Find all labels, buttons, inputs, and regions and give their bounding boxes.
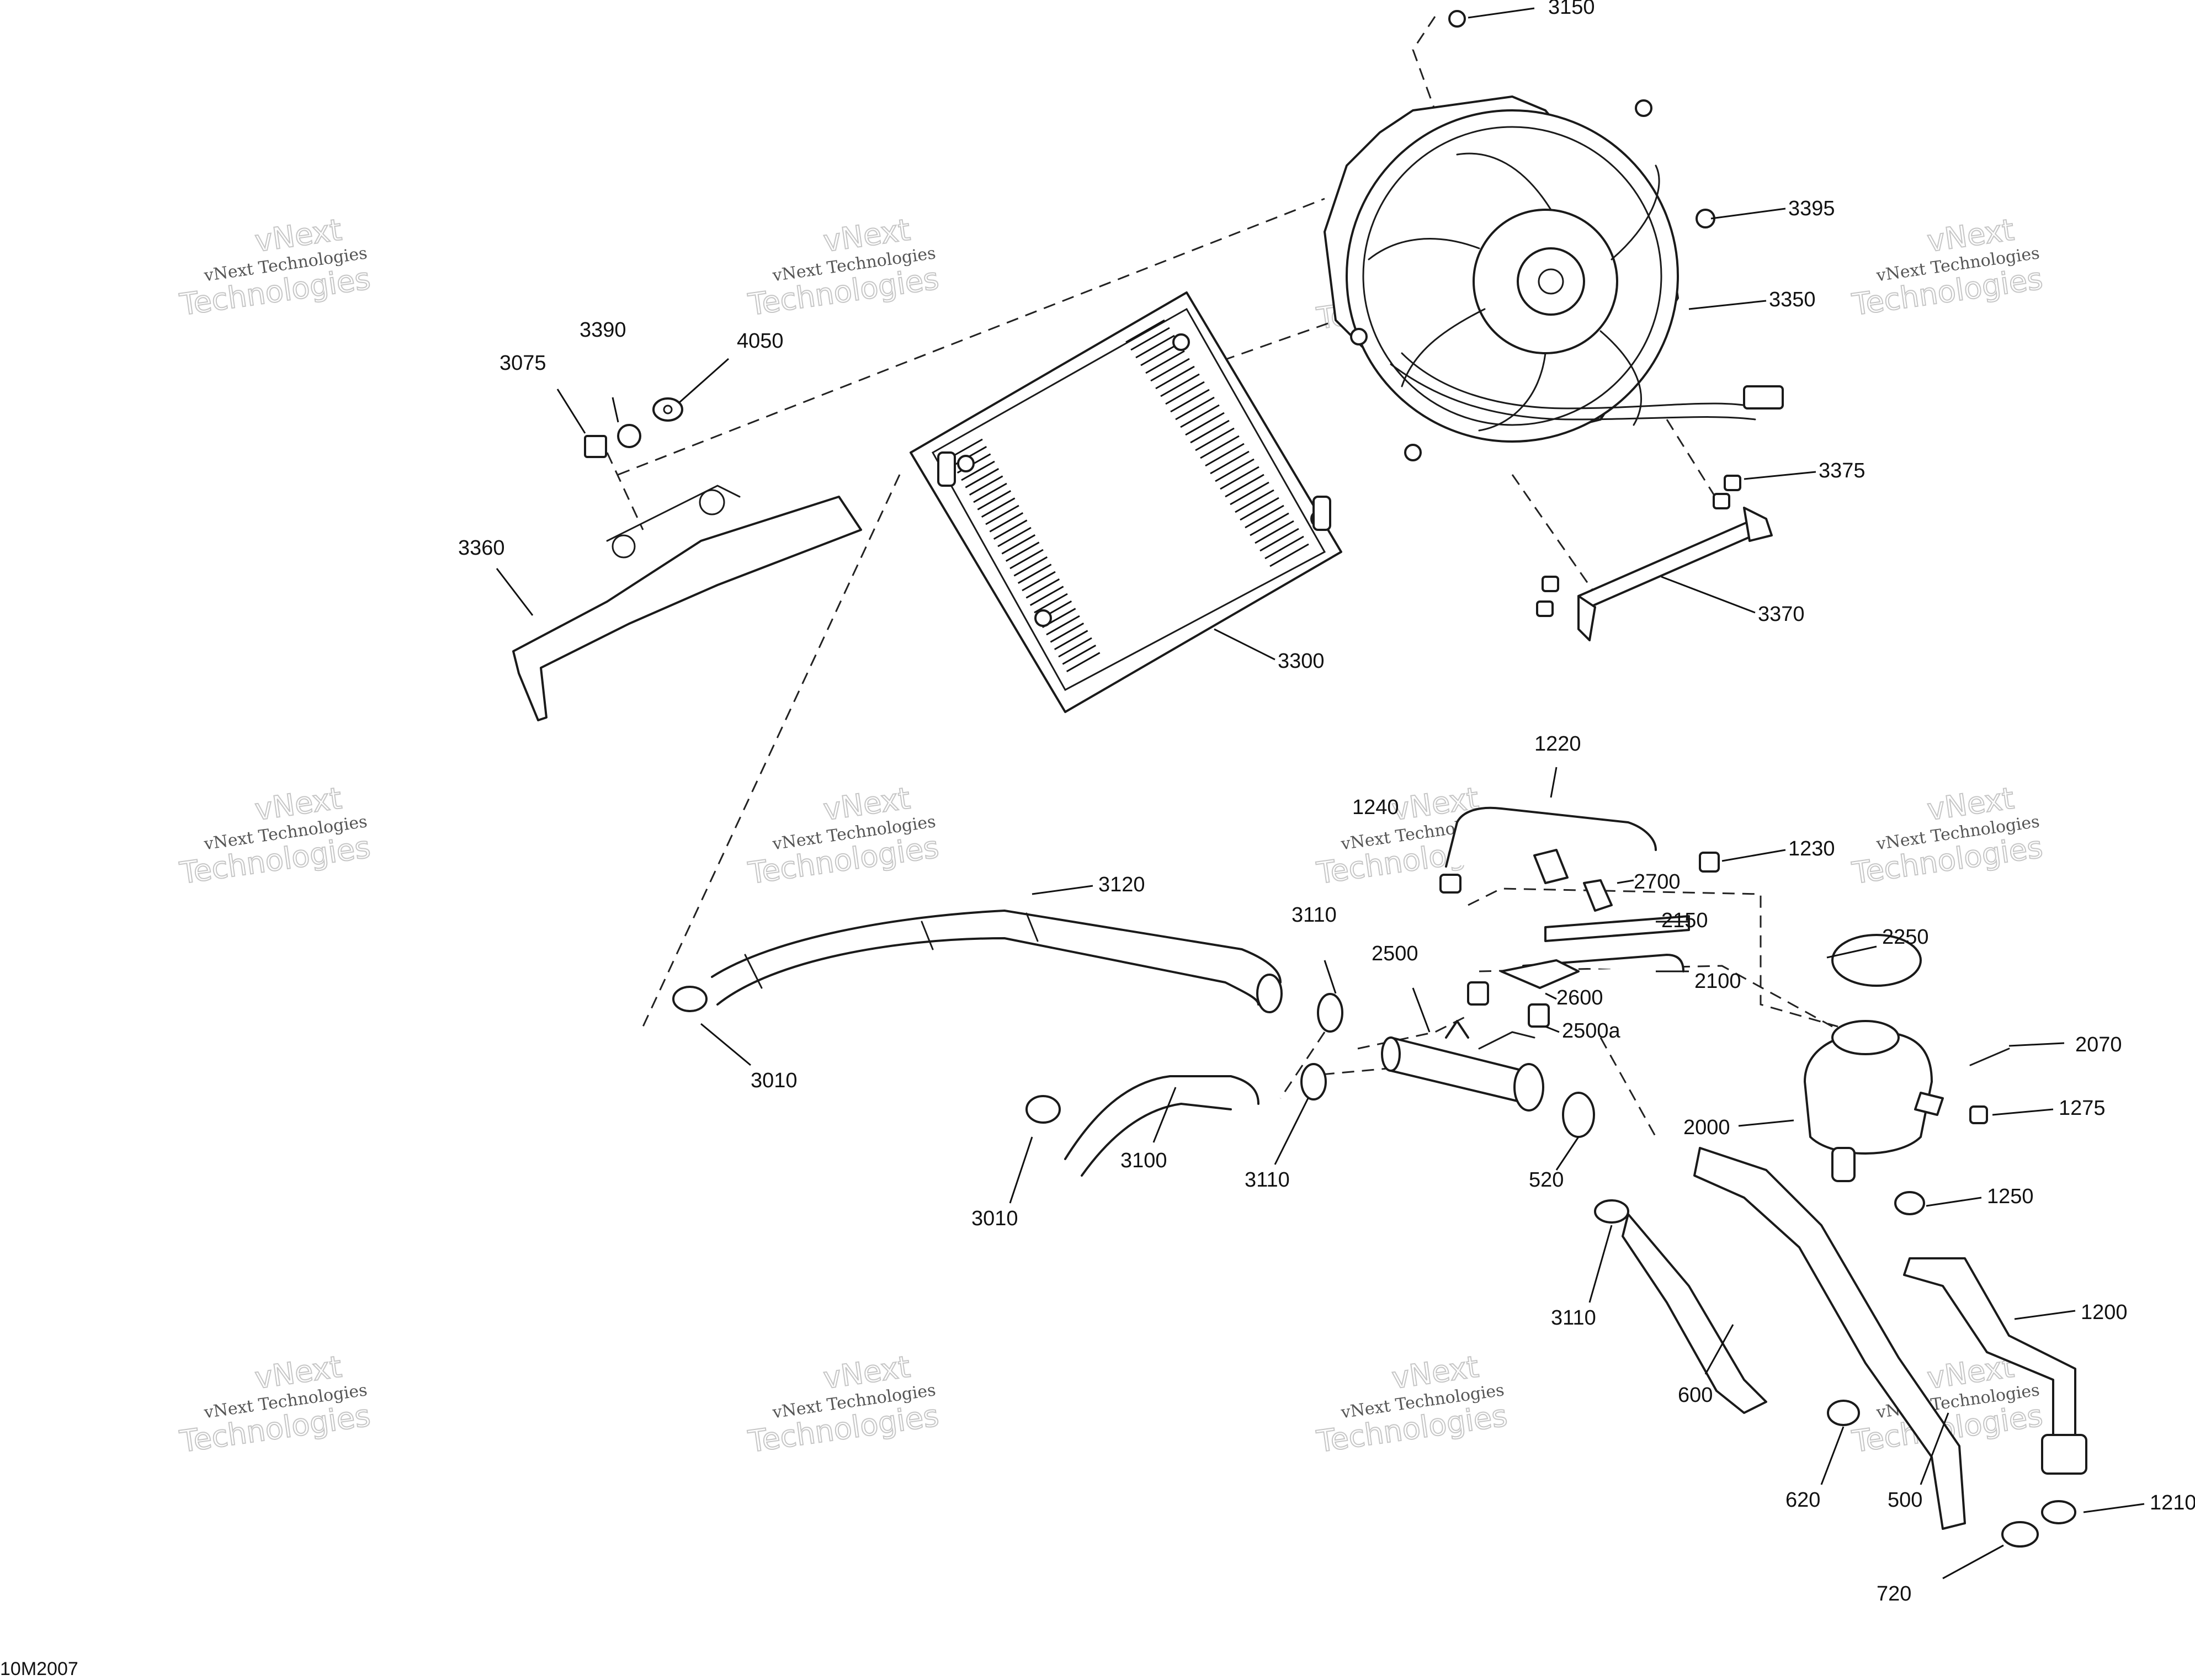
radiator-support-bracket (512, 485, 862, 721)
radiator-inlet-hose (672, 910, 1283, 1013)
callout-3350: 3350 (1769, 288, 1816, 311)
callout-labels: 3150 3395 3350 3390 4050 3075 3375 3360 … (458, 0, 2195, 1605)
callout-1230: 1230 (1788, 837, 1835, 860)
callout-3370: 3370 (1758, 603, 1805, 626)
coolant-reservoir (1804, 934, 2010, 1215)
callout-520: 520 (1529, 1168, 1564, 1192)
callout-2150: 2150 (1661, 909, 1708, 932)
callout-2500a: 2500a (1562, 1019, 1621, 1043)
callout-500: 500 (1888, 1488, 1922, 1512)
callout-1275: 1275 (2059, 1097, 2106, 1120)
callout-3390: 3390 (580, 318, 626, 342)
callout-3300: 3300 (1278, 650, 1325, 673)
bracket-fasteners (584, 397, 683, 458)
callout-3120: 3120 (1098, 873, 1145, 896)
callout-600: 600 (1678, 1384, 1713, 1407)
thermostat-housing (1381, 1020, 1595, 1138)
callout-3010-left: 3010 (751, 1069, 798, 1092)
hose-clamp-3110-upper (1317, 993, 1343, 1033)
callout-2250: 2250 (1882, 926, 1929, 949)
callout-2700: 2700 (1634, 870, 1681, 894)
leader-lines (496, 7, 2145, 1580)
callout-3360: 3360 (458, 536, 505, 560)
fan-support-rod (1536, 475, 1773, 641)
callout-3150: 3150 (1548, 0, 1595, 19)
callout-3075: 3075 (499, 352, 546, 375)
radiator-outlet-hose (1025, 1063, 1327, 1177)
drawing-reference: 10M2007 (0, 1658, 78, 1679)
callout-2000: 2000 (1683, 1116, 1730, 1139)
callout-3010-lower: 3010 (971, 1207, 1018, 1230)
fan-bolts (1350, 10, 1715, 461)
callout-1250: 1250 (1987, 1185, 2034, 1208)
callout-3110-upper: 3110 (1292, 903, 1337, 927)
callout-1200: 1200 (2081, 1301, 2128, 1324)
fan-assembly (1324, 95, 1784, 443)
callout-3110-lower: 3110 (1551, 1306, 1596, 1330)
callout-3110-middle: 3110 (1245, 1168, 1290, 1192)
radiator (910, 291, 1342, 713)
callout-4050: 4050 (737, 329, 784, 353)
callout-3375: 3375 (1819, 459, 1866, 482)
callout-2100: 2100 (1694, 970, 1741, 993)
callout-1210: 1210 (2150, 1491, 2195, 1514)
callout-2070: 2070 (2075, 1033, 2122, 1056)
callout-2500: 2500 (1372, 942, 1418, 965)
callout-720: 720 (1877, 1582, 1911, 1605)
callout-3395: 3395 (1788, 197, 1835, 220)
callout-2600: 2600 (1556, 986, 1603, 1009)
callout-620: 620 (1785, 1488, 1820, 1512)
callout-1240: 1240 (1352, 796, 1399, 819)
bypass-hoses (1445, 806, 1690, 989)
callout-3100: 3100 (1120, 1149, 1167, 1172)
lower-hoses (1594, 1147, 2087, 1548)
callout-1220: 1220 (1534, 732, 1581, 756)
small-fasteners (1439, 849, 1720, 1028)
